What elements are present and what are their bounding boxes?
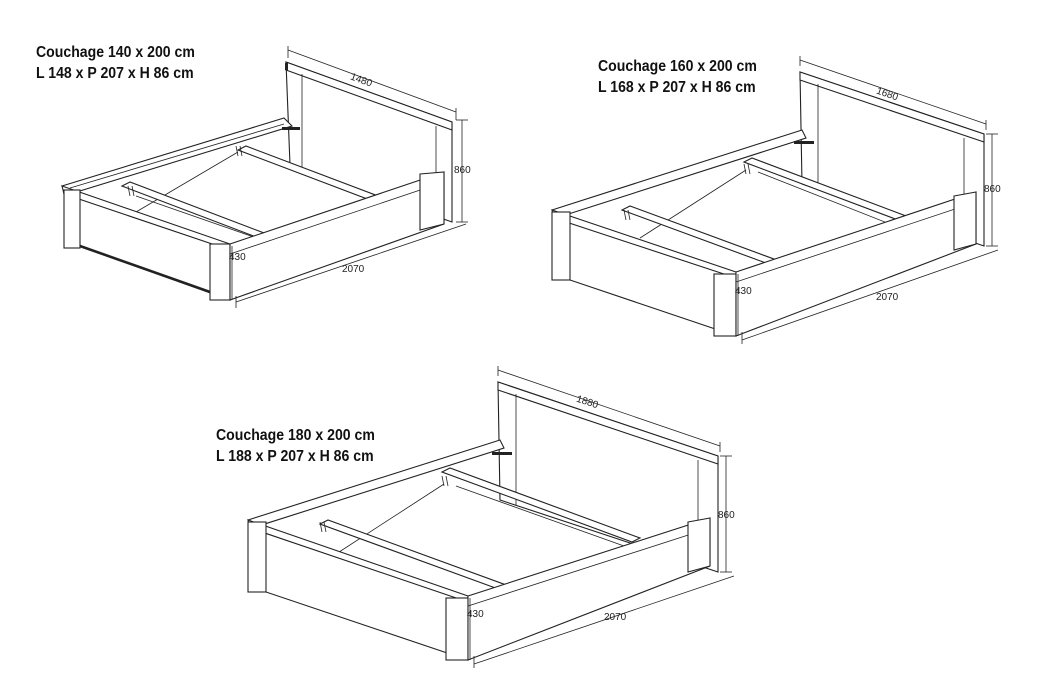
bed-3-width-dim-line bbox=[497, 369, 721, 447]
bed-3-foot-dim: 430 bbox=[467, 609, 484, 620]
bed-1-width-dim-line bbox=[287, 49, 457, 113]
bed-3-length-dim-line bbox=[473, 575, 735, 665]
bed-3-connector-icon bbox=[319, 475, 449, 533]
bed-2-length-dim-line bbox=[741, 249, 999, 341]
bed-3-length-dim: 2070 bbox=[604, 612, 627, 623]
bed-1-bracket bbox=[282, 127, 300, 130]
bed-3-title: Couchage 180 x 200 cm bbox=[216, 427, 375, 444]
bed-2-height-dim: 860 bbox=[984, 184, 1001, 195]
bed-3-drawing: 1880 860 2070 430 bbox=[247, 366, 735, 668]
bed-2-length-dim: 2070 bbox=[876, 292, 899, 303]
bed-3-side-rail-left bbox=[247, 439, 505, 529]
bed-2-connector-icon bbox=[623, 163, 751, 221]
bed-2-headboard-cap bbox=[799, 71, 985, 143]
bed-1-height-dim: 860 bbox=[454, 165, 471, 176]
bed-2-bracket bbox=[794, 141, 814, 144]
bed-1-drawing: 1480 860 2070 430 bbox=[60, 46, 471, 308]
bed-2-title: Couchage 160 x 200 cm bbox=[598, 58, 757, 75]
bed-3-caption: Couchage 180 x 200 cm L 188 x P 207 x H … bbox=[216, 425, 375, 467]
bed-2-side-rail-left bbox=[551, 129, 807, 219]
bed-1-length-dim: 2070 bbox=[342, 264, 365, 275]
bed-3-slat-rail-2 bbox=[440, 467, 642, 543]
bed-2-size: L 168 x P 207 x H 86 cm bbox=[598, 79, 756, 96]
bed-3-size: L 188 x P 207 x H 86 cm bbox=[216, 448, 374, 465]
bed-1-side-rail-right bbox=[229, 171, 445, 301]
bed-2-foot-dim: 430 bbox=[735, 286, 752, 297]
bed-3-height-dim: 860 bbox=[718, 510, 735, 521]
bed-2-caption: Couchage 160 x 200 cm L 168 x P 207 x H … bbox=[598, 56, 757, 98]
bed-3-footboard bbox=[249, 527, 469, 661]
bed-3-headboard-cap bbox=[497, 381, 719, 465]
bed-1-caption: Couchage 140 x 200 cm L 148 x P 207 x H … bbox=[36, 42, 195, 84]
bed-3-bracket bbox=[492, 452, 512, 455]
bed-2-width-dim-line bbox=[799, 59, 987, 125]
bed-1-foot-dim: 430 bbox=[229, 252, 246, 263]
bed-1-footboard bbox=[63, 193, 231, 301]
bed-1-length-dim-line bbox=[235, 223, 467, 303]
bed-1-size: L 148 x P 207 x H 86 cm bbox=[36, 65, 194, 82]
bed-1-title: Couchage 140 x 200 cm bbox=[36, 44, 195, 61]
bed-2-drawing: 1680 860 2070 430 bbox=[551, 56, 1001, 344]
bed-1-connector-icon bbox=[127, 145, 243, 197]
